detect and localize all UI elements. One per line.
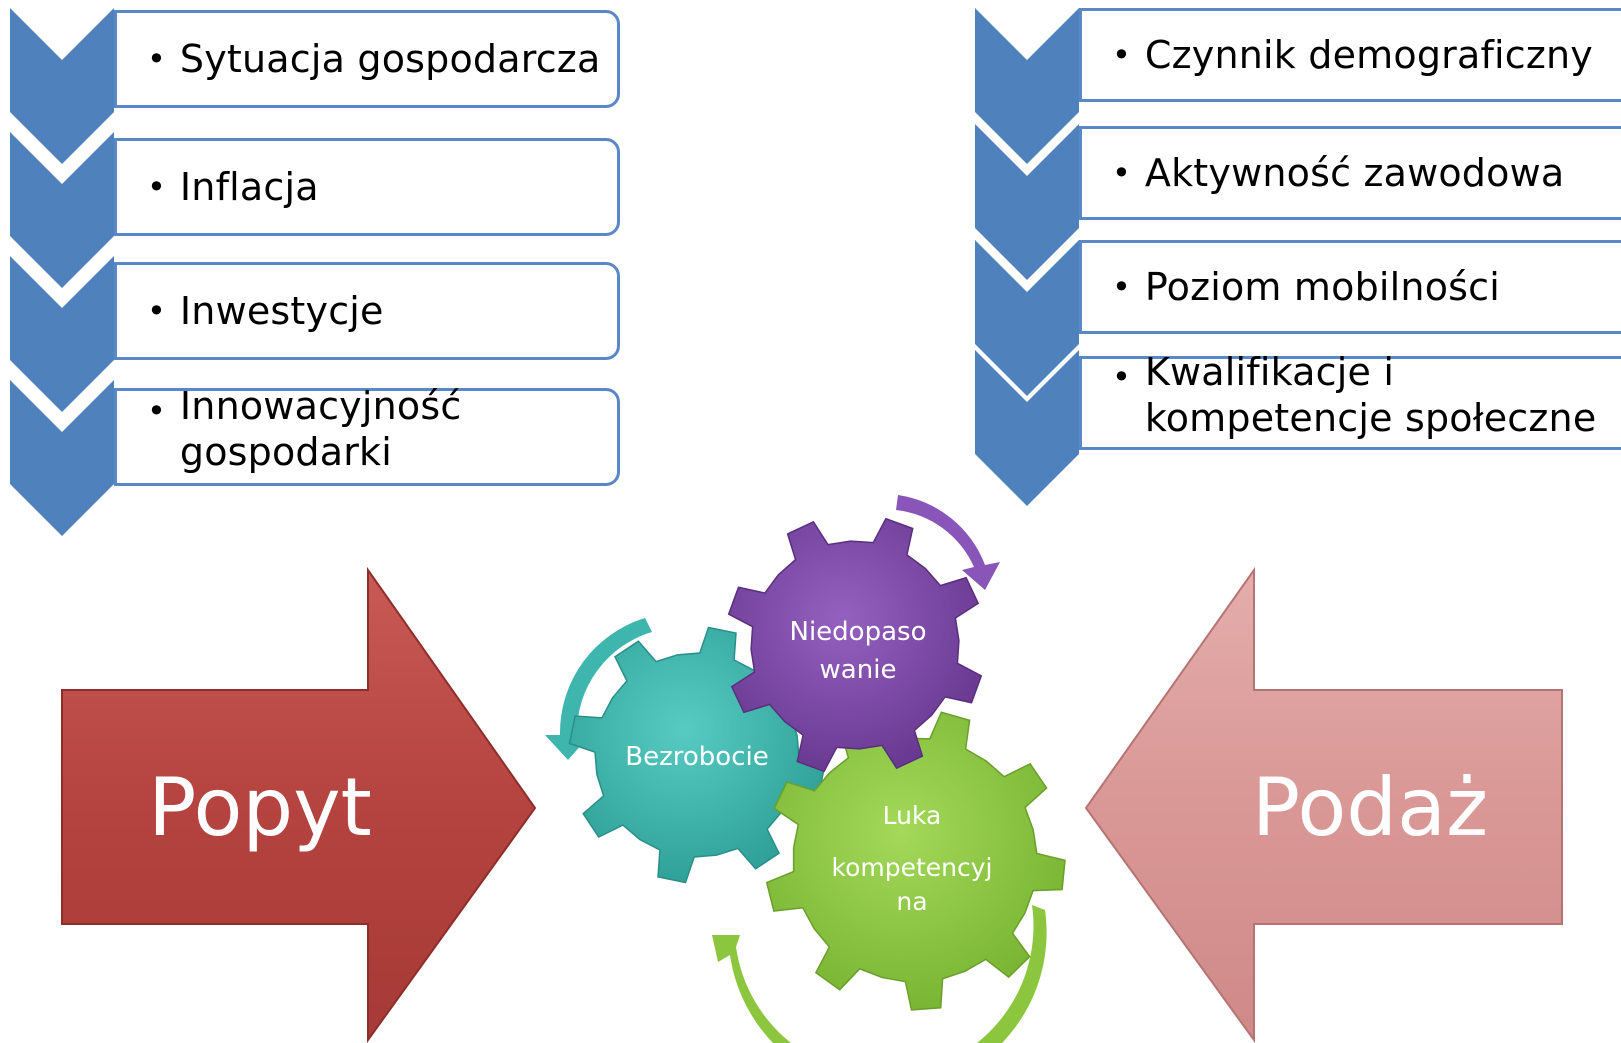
chevron-down-icon [10, 132, 114, 288]
supply-factor-3: Poziom mobilności [1144, 265, 1501, 309]
gear-unemployment-label: Bezrobocie [625, 742, 768, 772]
chevron-down-icon [10, 8, 114, 164]
gear-skill-gap: Luka kompetencyj na [765, 711, 1066, 1011]
bullet-icon: • [1112, 154, 1131, 192]
bullet-icon: • [1112, 268, 1131, 306]
gear-mismatch: Niedopaso wanie [727, 517, 983, 773]
bullet-icon: • [1112, 358, 1131, 396]
bullet-icon: • [1112, 36, 1131, 74]
supply-factor-1: Czynnik demograficzny [1144, 33, 1593, 77]
gear-gap-line-3: na [896, 887, 927, 916]
gear-gap-line-1: Luka [883, 801, 942, 830]
chevron-down-icon [975, 8, 1079, 164]
chevron-down-icon [10, 256, 114, 412]
bullet-icon: • [147, 392, 166, 430]
gear-mismatch-line-1: Niedopaso [790, 617, 927, 647]
rotate-arrow-icon [545, 618, 652, 760]
gear-gap-line-2: kompetencyj [832, 853, 993, 882]
chevron-down-icon [975, 240, 1079, 396]
demand-arrow: Popyt [61, 566, 537, 1043]
demand-factor-4: Innowacyjność gospodarki [179, 384, 462, 474]
demand-factor-3: Inwestycje [179, 289, 384, 333]
supply-factor-4: Kwalifikacje i kompetencje społeczne [1144, 350, 1597, 440]
bullet-icon: • [147, 40, 166, 78]
rotate-arrow-icon [896, 495, 1000, 590]
chevron-down-icon [975, 350, 1079, 506]
chevron-down-icon [10, 380, 114, 536]
demand-factor-2: Inflacja [179, 165, 319, 209]
gear-mismatch-line-2: wanie [820, 655, 897, 685]
chevron-down-icon [975, 124, 1079, 280]
supply-arrow: Podaż [1084, 566, 1563, 1043]
supply-label: Podaż [1252, 761, 1488, 854]
demand-factor-1: Sytuacja gospodarcza [179, 37, 601, 81]
bullet-icon: • [147, 292, 166, 330]
demand-label: Popyt [148, 761, 372, 854]
bullet-icon: • [147, 168, 166, 206]
rotate-arrow-icon [712, 905, 1047, 1043]
supply-factor-2: Aktywność zawodowa [1144, 151, 1565, 195]
